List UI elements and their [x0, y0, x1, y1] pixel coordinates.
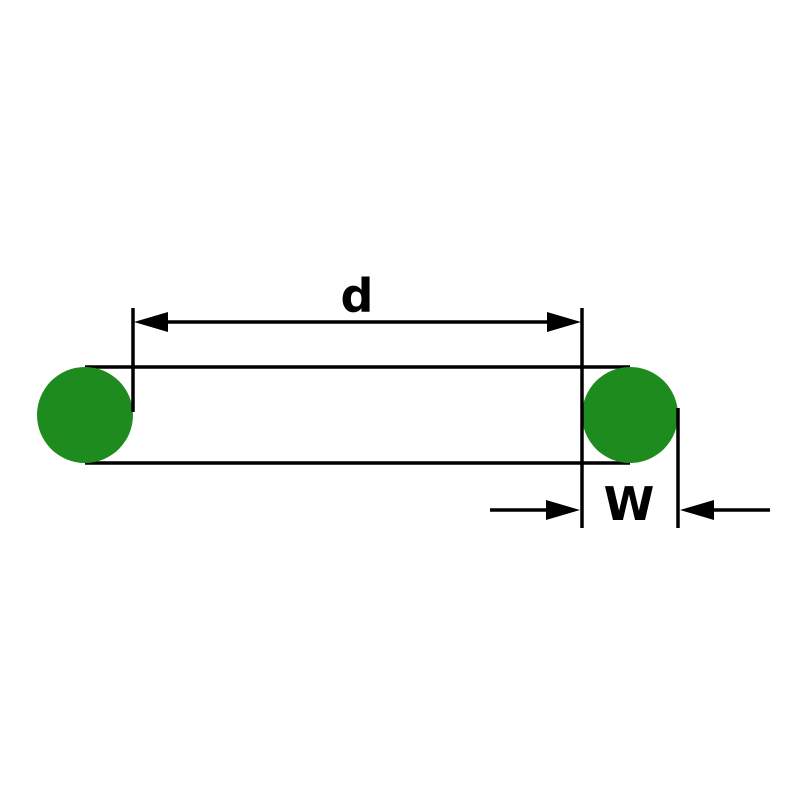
w-arrowhead-left-icon — [546, 500, 580, 520]
d-arrowhead-left-icon — [134, 312, 168, 332]
cross-section-width-label: W — [604, 477, 655, 531]
d-arrowhead-right-icon — [547, 312, 581, 332]
oring-left-cross-section — [37, 367, 133, 463]
w-arrowhead-right-icon — [680, 500, 714, 520]
oring-right-cross-section — [582, 367, 678, 463]
inner-diameter-label: d — [341, 269, 374, 323]
